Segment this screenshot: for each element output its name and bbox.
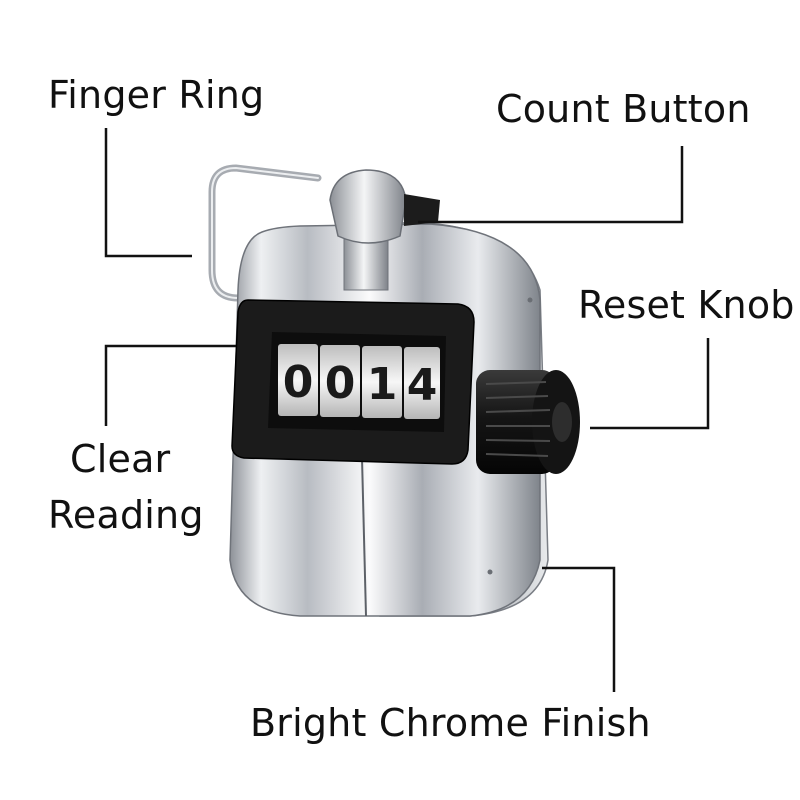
leader-chrome-finish bbox=[542, 566, 616, 692]
label-chrome-finish: Bright Chrome Finish bbox=[250, 701, 651, 745]
counter-digit-2: 0 bbox=[325, 358, 356, 409]
count-button-stem bbox=[343, 237, 389, 291]
housing-seam bbox=[361, 457, 367, 617]
label-reset-knob: Reset Knob bbox=[578, 283, 795, 327]
leader-lines bbox=[104, 128, 710, 692]
label-clear: Clear bbox=[70, 437, 171, 481]
counter-digit-3: 1 bbox=[367, 359, 398, 410]
label-count-button: Count Button bbox=[496, 87, 751, 131]
reset-knob bbox=[476, 370, 580, 474]
leader-finger-ring bbox=[104, 128, 192, 258]
label-finger-ring: Finger Ring bbox=[48, 73, 265, 117]
label-reading: Reading bbox=[48, 493, 204, 537]
counter-digit-1: 0 bbox=[283, 357, 314, 408]
digit-wheels: 0 0 1 4 bbox=[278, 344, 440, 419]
leader-count-button bbox=[418, 146, 684, 224]
leader-reset-knob bbox=[590, 338, 710, 430]
counter-digit-4: 4 bbox=[407, 360, 438, 411]
count-button bbox=[329, 169, 407, 244]
leader-clear-reading bbox=[104, 344, 236, 426]
